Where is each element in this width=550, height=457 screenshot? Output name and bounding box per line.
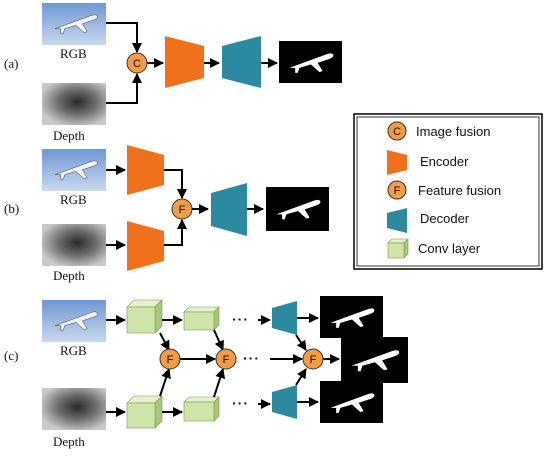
- arrow-depth-encoder-to-fusion-b: [164, 219, 187, 246]
- feature-fusion-icon: F: [387, 180, 407, 200]
- panel-label-a: (a): [4, 56, 18, 71]
- legend-item-encoder: Encoder: [387, 150, 469, 175]
- legend-label-feature-fusion: Feature fusion: [418, 183, 501, 198]
- legend: C Image fusion Encoder F Feature fusion …: [353, 113, 543, 270]
- arrow-depth-decoder-to-fusion3: [295, 368, 307, 386]
- depth-encoder-b: [127, 221, 164, 271]
- conv-layer-rgb-2: [183, 306, 220, 331]
- encoder-icon: [387, 150, 407, 175]
- image-fusion-symbol-a: C: [133, 58, 141, 70]
- ellipsis-rgb-stream: ···: [232, 311, 249, 327]
- saliency-mask-fused-c: [341, 337, 408, 383]
- feature-fusion-node-b: F: [171, 198, 193, 220]
- saliency-mask-rgb-c: [320, 296, 383, 338]
- depth-label-b: Depth: [53, 268, 85, 283]
- rgb-label-a: RGB: [60, 46, 87, 61]
- legend-label-encoder: Encoder: [420, 154, 469, 169]
- panel-label-b: (b): [4, 201, 19, 216]
- arrow-depth-to-fusion-a: [106, 73, 142, 104]
- decoder-depth-c: [272, 385, 297, 419]
- arrow-depth-conv2-to-fusion2: [213, 368, 226, 398]
- image-fusion-node-a: C: [126, 52, 148, 74]
- svg-text:F: F: [310, 354, 317, 366]
- depth-label-a: Depth: [53, 128, 85, 143]
- saliency-mask-b: [266, 187, 329, 231]
- decoder-b: [211, 183, 247, 236]
- feature-fusion-symbol-b: F: [179, 204, 186, 216]
- rgb-encoder-b: [127, 145, 164, 195]
- arrow-depth-conv1-to-fusion1: [159, 368, 171, 397]
- legend-item-decoder: Decoder: [387, 208, 470, 233]
- rgb-image-c: [42, 300, 106, 342]
- legend-label-decoder: Decoder: [420, 211, 470, 226]
- saliency-mask-depth-c: [320, 381, 383, 423]
- feature-fusion-node-c1: F: [159, 348, 181, 370]
- depth-image-b: [42, 224, 106, 266]
- depth-image-c: [42, 388, 106, 430]
- svg-text:C: C: [393, 126, 401, 138]
- svg-text:F: F: [167, 354, 174, 366]
- depth-label-c: Depth: [53, 434, 85, 449]
- conv-layer-depth-1: [126, 395, 163, 429]
- conv-layer-icon: [387, 238, 409, 259]
- legend-item-feature-fusion: F Feature fusion: [387, 180, 501, 200]
- saliency-mask-a: [279, 41, 342, 83]
- rgb-label-c: RGB: [60, 343, 87, 358]
- conv-layer-depth-2: [183, 396, 220, 422]
- ellipsis-fusion-stream: ···: [243, 350, 260, 366]
- depth-image-a: [42, 83, 106, 125]
- encoder-a: [165, 36, 204, 88]
- arrow-rgb-conv2-to-fusion2: [213, 329, 224, 351]
- rgb-image-a: [42, 3, 106, 45]
- image-fusion-icon: C: [387, 121, 407, 141]
- legend-label-conv-layer: Conv layer: [418, 241, 481, 256]
- ellipsis-depth-stream: ···: [232, 395, 249, 411]
- rgb-label-b: RGB: [60, 192, 87, 207]
- feature-fusion-node-c2: F: [215, 348, 237, 370]
- decoder-a: [222, 36, 261, 88]
- arrow-rgb-encoder-to-fusion-b: [164, 169, 187, 199]
- legend-item-image-fusion: C Image fusion: [387, 121, 490, 141]
- feature-fusion-node-c3: F: [302, 348, 324, 370]
- legend-item-conv-layer: Conv layer: [387, 238, 481, 259]
- decoder-rgb-c: [272, 301, 297, 335]
- rgb-image-b: [42, 149, 106, 191]
- panel-label-c: (c): [4, 348, 18, 363]
- arrow-rgb-to-fusion-a: [106, 22, 142, 53]
- arrow-rgb-decoder-to-fusion3: [295, 334, 307, 351]
- conv-layer-rgb-1: [126, 299, 163, 334]
- svg-text:F: F: [394, 185, 401, 197]
- arrow-rgb-conv1-to-fusion1: [159, 332, 170, 351]
- decoder-icon: [387, 208, 407, 233]
- svg-text:F: F: [223, 354, 230, 366]
- legend-label-image-fusion: Image fusion: [416, 124, 490, 139]
